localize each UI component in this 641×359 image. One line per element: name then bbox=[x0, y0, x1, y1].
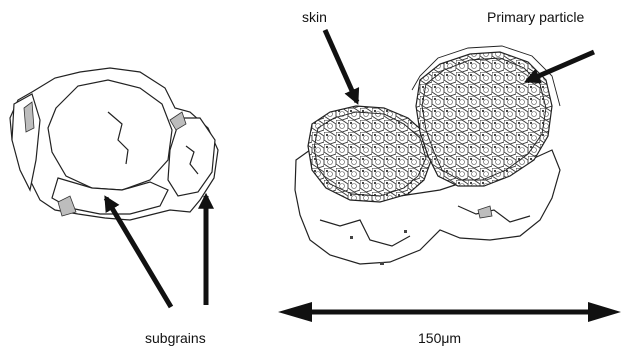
skin-arrow bbox=[325, 30, 357, 102]
scale-label: 150μm bbox=[418, 331, 461, 345]
shade-patch-3 bbox=[24, 102, 34, 132]
skin-label: skin bbox=[302, 10, 327, 24]
primary-particle-label: Primary particle bbox=[487, 10, 584, 24]
scale-bar-left-head bbox=[278, 302, 312, 322]
subgrain-aggregate bbox=[10, 68, 218, 220]
primary-particle-arrow bbox=[527, 52, 594, 81]
scale-bar-right-head bbox=[588, 302, 621, 322]
subgrains-label: subgrains bbox=[145, 331, 206, 345]
particle-with-skin bbox=[295, 46, 560, 265]
scale-bar bbox=[278, 302, 621, 322]
skin-left bbox=[308, 106, 432, 202]
